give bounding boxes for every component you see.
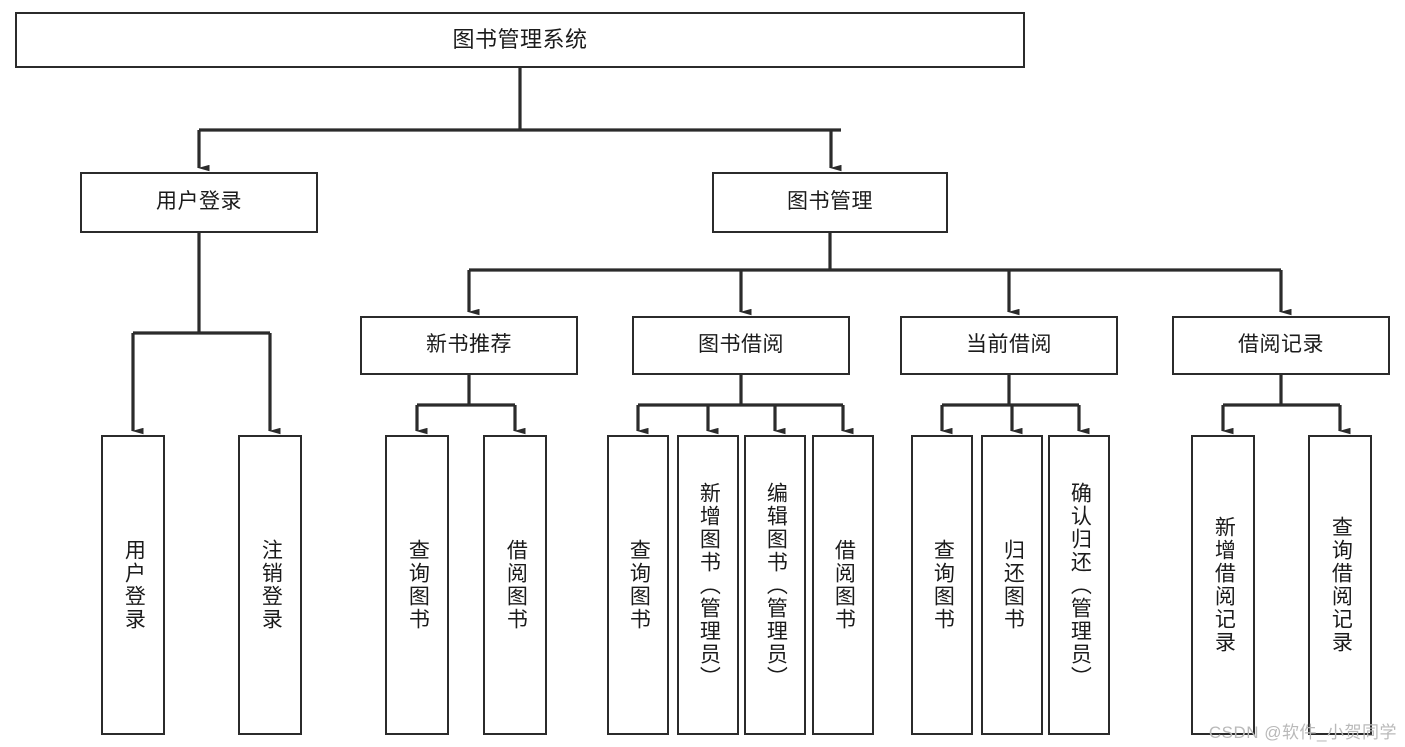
node-label: 新增图书（管理员）: [697, 481, 721, 689]
node-book-management[interactable]: 图书管理: [712, 172, 948, 233]
node-leaf-edit-book-admin[interactable]: 编辑图书（管理员）: [744, 435, 806, 735]
node-label: 借阅图书: [504, 539, 528, 631]
node-label: 借阅记录: [1238, 333, 1324, 357]
node-label: 查询图书: [931, 539, 955, 631]
node-label: 注销登录: [259, 539, 283, 631]
node-leaf-query-book-recommend[interactable]: 查询图书: [385, 435, 449, 735]
node-leaf-return-book[interactable]: 归还图书: [981, 435, 1043, 735]
node-label: 查询图书: [406, 539, 430, 631]
node-leaf-user-login[interactable]: 用户登录: [101, 435, 165, 735]
node-label: 当前借阅: [966, 333, 1052, 357]
node-leaf-borrow-book-recommend[interactable]: 借阅图书: [483, 435, 547, 735]
node-leaf-logout[interactable]: 注销登录: [238, 435, 302, 735]
node-user-login[interactable]: 用户登录: [80, 172, 318, 233]
node-label: 借阅图书: [832, 539, 856, 631]
node-label: 查询图书: [627, 539, 651, 631]
node-label: 图书管理: [787, 190, 873, 214]
node-label: 新增借阅记录: [1212, 516, 1236, 654]
node-label: 新书推荐: [426, 333, 512, 357]
node-borrowing-record[interactable]: 借阅记录: [1172, 316, 1390, 375]
node-label: 用户登录: [122, 539, 146, 631]
node-leaf-confirm-return-admin[interactable]: 确认归还（管理员）: [1048, 435, 1110, 735]
node-label: 归还图书: [1001, 539, 1025, 631]
node-label: 图书借阅: [698, 333, 784, 357]
node-label: 图书管理系统: [452, 27, 588, 53]
node-current-borrowing[interactable]: 当前借阅: [900, 316, 1118, 375]
node-label: 确认归还（管理员）: [1068, 481, 1092, 689]
node-new-book-recommendation[interactable]: 新书推荐: [360, 316, 578, 375]
node-label: 用户登录: [156, 190, 242, 214]
node-leaf-add-borrow-record[interactable]: 新增借阅记录: [1191, 435, 1255, 735]
node-book-borrowing[interactable]: 图书借阅: [632, 316, 850, 375]
node-label: 编辑图书（管理员）: [764, 481, 788, 689]
node-leaf-borrow-book-borrowing[interactable]: 借阅图书: [812, 435, 874, 735]
node-leaf-query-borrow-record[interactable]: 查询借阅记录: [1308, 435, 1372, 735]
node-root-system[interactable]: 图书管理系统: [15, 12, 1025, 68]
node-leaf-query-book-current[interactable]: 查询图书: [911, 435, 973, 735]
node-label: 查询借阅记录: [1329, 516, 1353, 654]
node-leaf-add-book-admin[interactable]: 新增图书（管理员）: [677, 435, 739, 735]
node-leaf-query-book-borrowing[interactable]: 查询图书: [607, 435, 669, 735]
watermark-text: CSDN @软件_小贺同学: [1208, 723, 1397, 742]
